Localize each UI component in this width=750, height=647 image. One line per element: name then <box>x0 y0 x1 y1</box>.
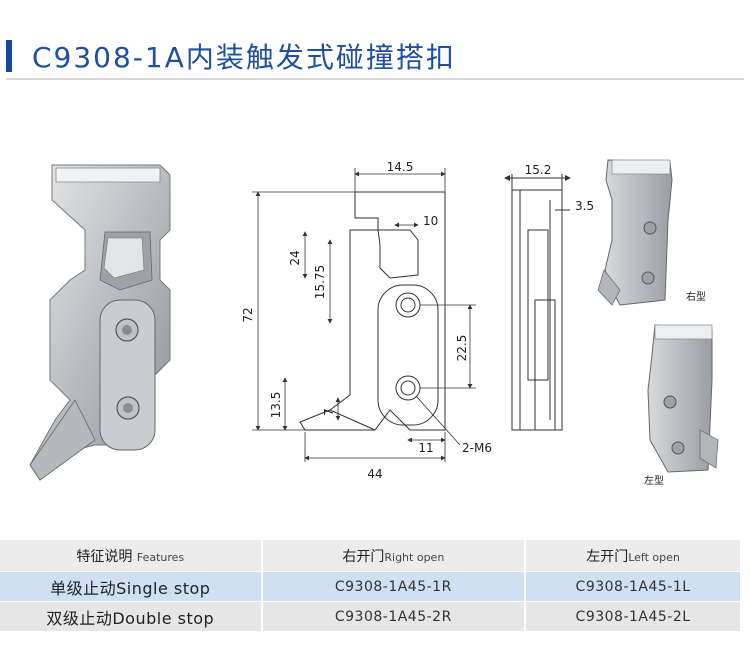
page-title: C9308-1A内装触发式碰撞搭扣 <box>32 41 456 74</box>
dim-15-2: 15.2 <box>525 163 552 177</box>
header-features-en: Features <box>136 550 185 564</box>
header-right-open-cn: 右开门 <box>342 548 385 565</box>
feature-cell: 单级止动Single stop <box>0 572 263 602</box>
left-code-cell: C9308-1A45-1L <box>526 572 740 602</box>
dim-24: 24 <box>288 250 302 265</box>
table-row: 单级止动Single stop C9308-1A45-1R C9308-1A45… <box>0 572 740 602</box>
dim-7: 7 <box>322 408 336 416</box>
title-divider <box>6 78 744 80</box>
header-left-open: 左开门Left open <box>526 540 740 572</box>
header-features: 特征说明 Features <box>0 540 263 572</box>
dim-22-5: 22.5 <box>455 335 469 362</box>
product-photo-main <box>29 164 171 481</box>
header-features-cn: 特征说明 <box>76 548 133 565</box>
left-type-photo <box>647 324 719 473</box>
header-right-open-en: Right open <box>384 550 445 564</box>
technical-drawing: 14.5 10 72 24 15.75 22.5 13.5 7 11 2-M6 … <box>29 159 719 487</box>
header-left-open-en: Left open <box>628 550 680 564</box>
label-right-type: 右型 <box>686 290 706 303</box>
dim-14-5: 14.5 <box>387 160 414 174</box>
header-right-open: 右开门Right open <box>262 540 527 572</box>
right-type-photo <box>597 159 673 306</box>
dim-13-5: 13.5 <box>269 392 283 419</box>
dim-44: 44 <box>367 467 382 481</box>
left-code-cell: C9308-1A45-2L <box>526 602 740 632</box>
dim-3-5: 3.5 <box>575 199 594 213</box>
dim-2-m6: 2-M6 <box>462 441 492 455</box>
dim-10: 10 <box>423 214 438 228</box>
dim-15-75: 15.75 <box>313 265 327 299</box>
title-accent-bar <box>6 40 12 72</box>
title-block: C9308-1A内装触发式碰撞搭扣 <box>6 38 744 80</box>
side-view-drawing <box>504 174 571 431</box>
right-code-cell: C9308-1A45-2R <box>262 602 527 632</box>
label-left-type: 左型 <box>644 474 664 487</box>
header-left-open-cn: 左开门 <box>586 548 629 565</box>
spec-table: 特征说明 Features 右开门Right open 左开门Left open… <box>0 540 740 632</box>
table-row: 双级止动Double stop C9308-1A45-2R C9308-1A45… <box>0 602 740 632</box>
right-code-cell: C9308-1A45-1R <box>262 572 527 602</box>
feature-cell: 双级止动Double stop <box>0 602 263 632</box>
table-header-row: 特征说明 Features 右开门Right open 左开门Left open <box>0 540 740 572</box>
dim-72: 72 <box>241 307 255 322</box>
dim-11: 11 <box>418 441 433 455</box>
